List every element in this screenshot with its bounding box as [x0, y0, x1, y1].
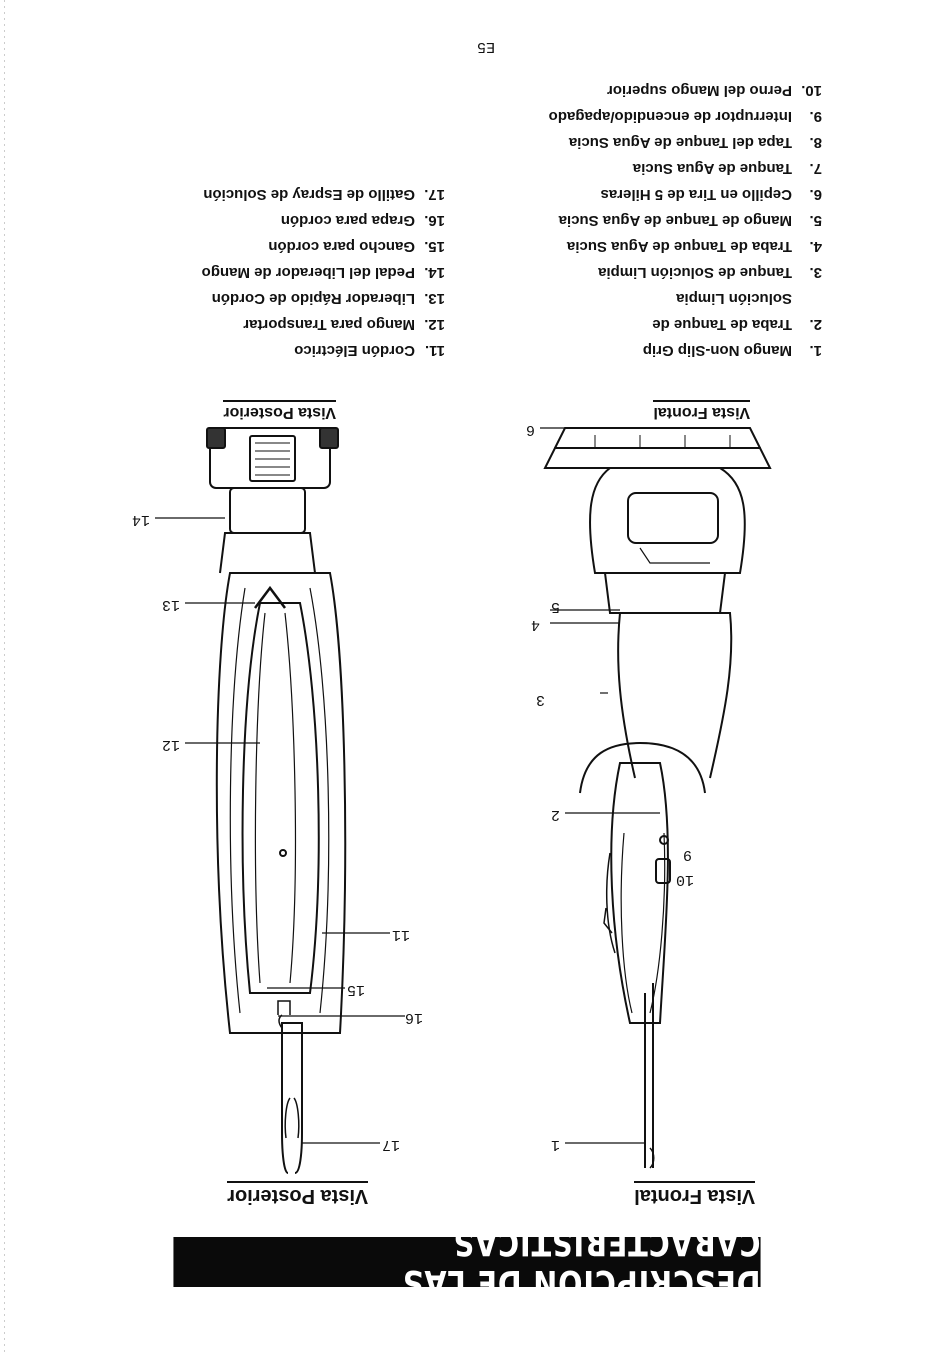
callout-16: 16 — [404, 1009, 423, 1026]
list-item: 8.Tapa del Tanque de Agua Sucia — [568, 134, 822, 151]
list-item: 14.Pedal del Liberador de Mango — [201, 264, 445, 281]
list-item: 6.Cepillo en Tira de 5 Hileras — [600, 186, 822, 203]
feature-list-rear: 11.Cordón Eléctrico 12.Mango para Transp… — [135, 181, 445, 363]
callout-3: 3 — [535, 691, 545, 708]
callout-leaders — [155, 427, 660, 1144]
front-view-drawing — [543, 427, 772, 1169]
rear-view-drawing — [206, 427, 347, 1174]
feature-list-front: 1.Mango Non-Slip Grip 2.Traba de Tanque … — [502, 77, 822, 363]
list-item: 4.Traba de Tanque de Agua Sucia — [566, 238, 822, 255]
list-item: 12.Mango para Transportar — [243, 316, 445, 333]
callout-13: 13 — [161, 596, 180, 613]
list-item: 5.Mango de Tanque de Agua Sucia — [558, 212, 822, 229]
callout-6: 6 — [525, 421, 535, 438]
callout-14: 14 — [131, 511, 150, 528]
callout-5: 5 — [550, 598, 560, 615]
scan-edge-line — [4, 0, 5, 1353]
list-item: 3.Tanque de Solución Limpia — [598, 264, 822, 281]
list-item: 11.Cordón Eléctrico — [294, 342, 445, 359]
page-number: E5 — [476, 38, 495, 55]
callout-12: 12 — [161, 736, 180, 753]
list-item: 10.Perno del Mango superior — [606, 82, 822, 99]
list-item: 16.Grapa para cordón — [280, 212, 445, 229]
callout-4: 4 — [530, 616, 540, 633]
callout-9: 9 — [682, 846, 692, 863]
callout-2: 2 — [550, 806, 560, 823]
list-item: 9.Interruptor de encendido/apagado — [548, 108, 822, 125]
callout-17: 17 — [381, 1136, 400, 1153]
list-item: 1.Mango Non-Slip Grip — [642, 342, 822, 359]
callout-1: 1 — [550, 1136, 560, 1153]
list-item: 15.Gancho para cordón — [268, 238, 445, 255]
callout-15: 15 — [346, 981, 365, 998]
callout-10: 10 — [675, 871, 694, 888]
list-item: 7.Tanque de Agua Sucia — [632, 160, 822, 177]
list-item: 13.Liberador Rápido de Cordón — [211, 290, 445, 307]
callout-11: 11 — [391, 926, 410, 943]
list-item: 2.Traba de Tanque de Solución Limpia — [652, 290, 822, 333]
list-item: 17.Gatillo de Espray de Solución — [203, 186, 445, 203]
